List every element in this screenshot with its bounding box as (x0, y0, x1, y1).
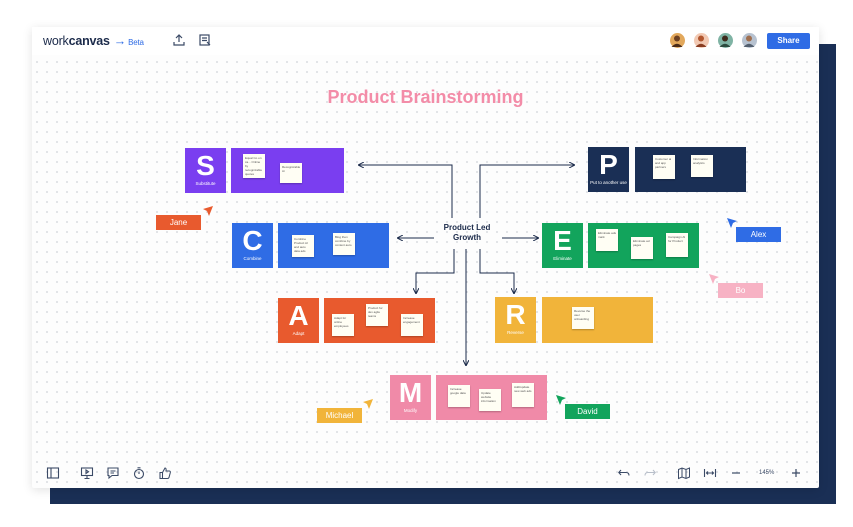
section-reverse-panel[interactable]: Reverse the user onboarding (542, 297, 653, 343)
sticky-note[interactable]: Eliminate ads mark (596, 229, 618, 251)
section-substitute-panel[interactable]: Equal Co on ca... Online by recognizable… (231, 148, 344, 193)
upload-icon[interactable] (172, 33, 186, 47)
letter-a: A (288, 300, 309, 331)
section-combine-panel[interactable]: Combine Product AI and auto data ads Blo… (278, 223, 389, 268)
cursor-tag-alex: Alex (736, 227, 781, 242)
arrow-lines (359, 165, 574, 365)
cursor-arrow-icon (556, 395, 566, 405)
brand-name-bold: canvas (68, 34, 110, 48)
letter-s: S (196, 150, 215, 181)
fit-width-icon[interactable] (703, 466, 717, 480)
sticky-note[interactable]: Blog then combine by content auto (333, 233, 355, 255)
section-adapt-panel[interactable]: Adapt for online employees Product for d… (324, 298, 435, 343)
undo-icon[interactable] (617, 466, 631, 480)
thumbs-up-icon[interactable] (158, 466, 172, 480)
cursor-arrow-icon (363, 399, 373, 409)
connector-arrows (32, 27, 819, 488)
sticky-note[interactable]: Equal Co on ca... Online by recognizable… (243, 154, 265, 178)
sidebar-icon[interactable] (46, 466, 60, 480)
brand-logo[interactable]: workcanvas→Beta (43, 34, 144, 48)
brand-arrow: → (113, 34, 127, 48)
section-put-to-another-use-letter[interactable]: P Put to another use (588, 147, 629, 192)
center-topic-line1: Product Led (443, 223, 491, 232)
cursor-arrow-icon (203, 206, 213, 216)
sticky-note[interactable]: Update website information (479, 389, 501, 411)
board-title[interactable]: Product Brainstorming (327, 87, 524, 107)
avatar[interactable] (717, 32, 734, 49)
sticky-note[interactable]: Combine Product AI and auto data ads (292, 235, 314, 257)
label-combine: Combine (243, 256, 262, 261)
sticky-note[interactable]: Information analytics (691, 155, 713, 177)
center-topic-line2: Growth (453, 233, 481, 242)
label-adapt: Adapt (292, 331, 305, 336)
section-substitute-letter[interactable]: S Substitute (185, 148, 226, 193)
letter-e: E (553, 225, 572, 256)
brand-name-light: work (43, 34, 69, 48)
workcanvas-app: workcanvas→Beta Share Product Brainstorm… (32, 27, 819, 488)
label-put-to-another-use: Put to another use (590, 180, 627, 185)
label-modify: Modify (403, 408, 418, 413)
letter-c: C (242, 225, 263, 256)
map-icon[interactable] (677, 466, 691, 480)
sticky-note[interactable]: Reverse the user onboarding (572, 307, 594, 329)
cursor-tag-michael: Michael (317, 408, 362, 423)
cursor-arrow-icon (727, 218, 737, 228)
section-reverse-letter[interactable]: R Reverse (495, 297, 536, 343)
bottom-toolbar: 145% (32, 458, 819, 488)
cursor-tag-bo: Bo (718, 283, 763, 298)
cursor-tag-david: David (565, 404, 610, 419)
redo-icon[interactable] (643, 466, 657, 480)
share-button[interactable]: Share (767, 33, 810, 49)
timer-icon[interactable] (132, 466, 146, 480)
letter-p: P (599, 149, 618, 180)
letter-r: R (505, 299, 526, 330)
cursor-tag-jane: Jane (156, 215, 201, 230)
sticky-note[interactable]: Increase google data (448, 385, 470, 407)
sticky-note[interactable]: Adapt for online employees (332, 314, 354, 336)
section-eliminate-panel[interactable]: Eliminate ads mark Eliminate ad pages Ca… (588, 223, 699, 268)
letter-m: M (398, 377, 423, 408)
avatar[interactable] (741, 32, 758, 49)
sticky-note[interactable]: Add/update new web ads (512, 383, 534, 407)
label-reverse: Reverse (507, 330, 524, 335)
section-put-to-another-use-panel[interactable]: Customer ai and app partners Information… (635, 147, 746, 192)
sticky-note[interactable]: Recognizable Ai (280, 163, 302, 183)
sticky-note[interactable]: Eliminate ad pages (631, 237, 653, 259)
zoom-out-icon[interactable] (729, 466, 743, 480)
section-eliminate-letter[interactable]: E Eliminate (542, 223, 583, 268)
section-modify-panel[interactable]: Increase google data Update website info… (436, 375, 547, 420)
sticky-note[interactable]: Product for dev agile teams (366, 304, 388, 326)
export-icon[interactable] (198, 33, 212, 47)
sticky-note[interactable]: Increase engagement (401, 314, 423, 336)
section-combine-letter[interactable]: C Combine (232, 223, 273, 268)
zoom-level[interactable]: 145% (759, 470, 775, 476)
sticky-note[interactable]: Customer ai and app partners (653, 155, 675, 179)
zoom-in-icon[interactable] (789, 466, 803, 480)
label-eliminate: Eliminate (553, 256, 572, 261)
center-topic[interactable]: Product Led Growth (435, 223, 499, 243)
beta-label: Beta (128, 38, 144, 47)
avatar[interactable] (669, 32, 686, 49)
present-icon[interactable] (80, 466, 94, 480)
comment-icon[interactable] (106, 466, 120, 480)
label-substitute: Substitute (195, 181, 216, 186)
cursor-arrow-icon (709, 274, 719, 284)
section-adapt-letter[interactable]: A Adapt (278, 298, 319, 343)
top-toolbar: workcanvas→Beta Share (32, 27, 819, 55)
section-modify-letter[interactable]: M Modify (390, 375, 431, 420)
avatar[interactable] (693, 32, 710, 49)
sticky-note[interactable]: Campaign AI for Product (666, 233, 688, 257)
